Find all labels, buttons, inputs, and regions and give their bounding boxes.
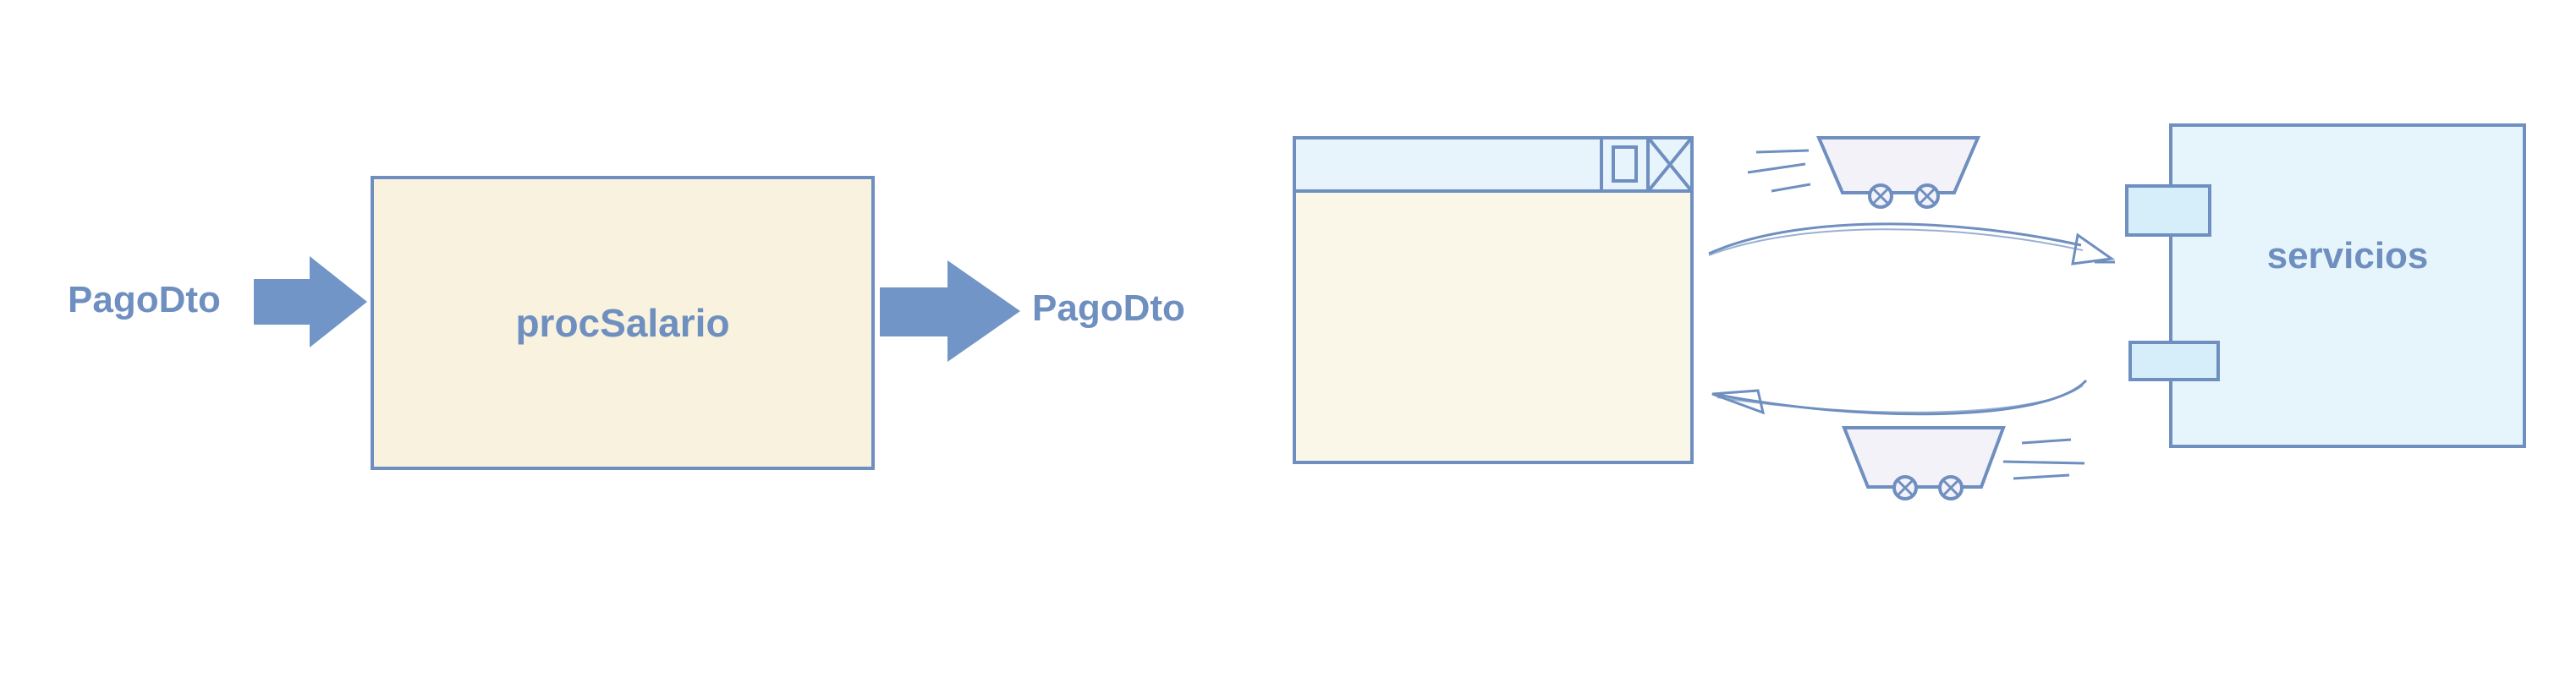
- request-curved-arrow-icon: [1708, 222, 2116, 265]
- services-component-icon: [2125, 123, 2526, 448]
- response-curved-arrow-icon: [1711, 379, 2088, 416]
- mine-cart-icon: [1842, 426, 2085, 500]
- input-arrow-icon: [254, 256, 367, 347]
- process-label: procSalario: [515, 301, 730, 345]
- close-icon: [1648, 138, 1692, 191]
- application-window-icon: [1293, 136, 1694, 464]
- maximize-icon: [1612, 145, 1638, 183]
- process-box: [371, 176, 875, 470]
- component-port-bottom: [2128, 341, 2220, 381]
- output-arrow-icon: [880, 260, 1020, 362]
- input-dto-label: PagoDto: [68, 279, 221, 320]
- component-port-top: [2125, 184, 2211, 237]
- mine-cart-icon: [1747, 136, 1981, 209]
- services-label: servicios: [2266, 235, 2429, 276]
- output-dto-label: PagoDto: [1032, 287, 1185, 329]
